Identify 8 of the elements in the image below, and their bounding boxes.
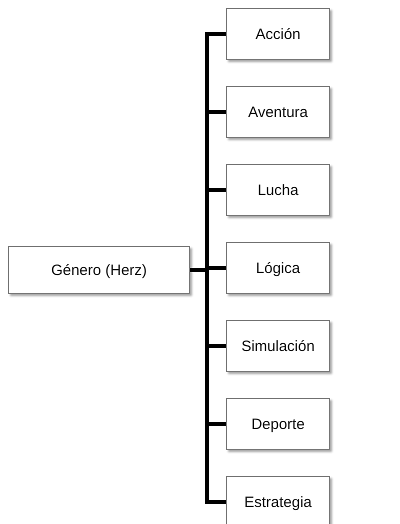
category-box: Deporte	[226, 398, 330, 450]
category-box: Simulación	[226, 320, 330, 372]
category-box: Aventura	[226, 86, 330, 138]
category-box: Lucha	[226, 164, 330, 216]
root-box: Género (Herz)	[8, 246, 190, 294]
category-box: Lógica	[226, 242, 330, 294]
category-box: Estrategia	[226, 476, 330, 524]
category-box: Acción	[226, 8, 330, 60]
